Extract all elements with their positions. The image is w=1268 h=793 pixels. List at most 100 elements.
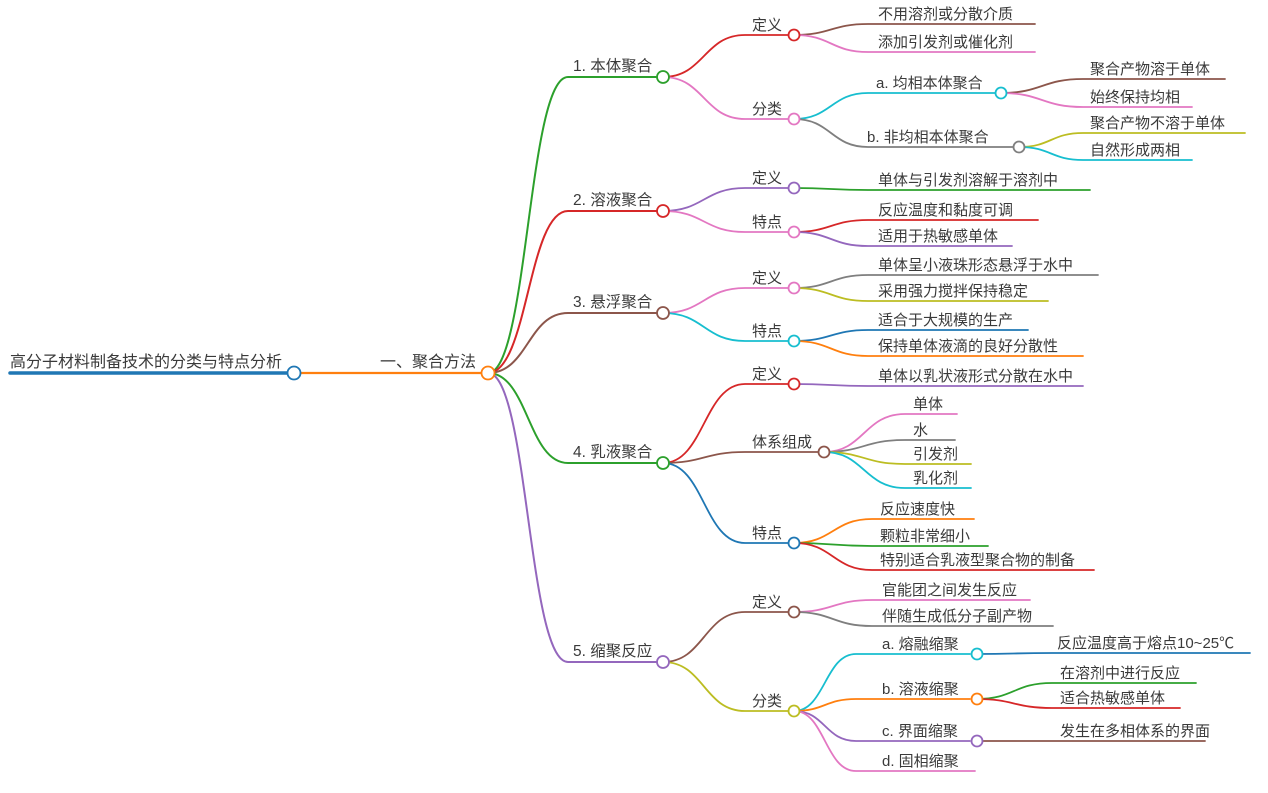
mindmap-links — [8, 23, 1251, 772]
toggle-b2-def[interactable] — [787, 181, 801, 195]
node-label-b1-def-2[interactable]: 添加引发剂或催化剂 — [878, 34, 1013, 51]
link-b4-system — [662, 451, 819, 464]
node-label-b4-sys-2[interactable]: 水 — [913, 422, 928, 439]
node-label-b2-def[interactable]: 定义 — [752, 170, 782, 187]
node-label-b5-class-c[interactable]: c. 界面缩聚 — [882, 723, 958, 740]
node-label-b1[interactable]: 1. 本体聚合 — [573, 57, 653, 75]
link-b5-def-1 — [793, 599, 1031, 613]
link-b1-class-a-2 — [1000, 92, 1193, 108]
link-b5-class-d — [793, 710, 976, 772]
node-label-b4-sys-1[interactable]: 单体 — [913, 396, 943, 413]
node-label-b1-class-a-2[interactable]: 始终保持均相 — [1090, 89, 1180, 106]
node-label-b2-def-1[interactable]: 单体与引发剂溶解于溶剂中 — [878, 172, 1058, 189]
link-b1-class-a-1 — [1000, 78, 1226, 94]
toggle-b5-class-b[interactable] — [970, 692, 984, 706]
link-b5-class-b-2 — [976, 698, 1181, 709]
link-b1 — [487, 76, 658, 374]
toggle-b1[interactable] — [656, 70, 670, 84]
node-label-b5-class[interactable]: 分类 — [752, 693, 782, 710]
node-label-b5-class-b[interactable]: b. 溶液缩聚 — [882, 681, 959, 698]
node-label-b4-sys-4[interactable]: 乳化剂 — [913, 470, 958, 487]
node-label-b4-def[interactable]: 定义 — [752, 366, 782, 383]
toggle-b4-system[interactable] — [817, 445, 831, 459]
node-label-b3-def[interactable]: 定义 — [752, 270, 782, 287]
node-label-b5-class-d[interactable]: d. 固相缩聚 — [882, 753, 959, 770]
toggle-b5-def[interactable] — [787, 605, 801, 619]
node-label-b5-class-c-1[interactable]: 发生在多相体系的界面 — [1060, 723, 1210, 740]
link-b3-def-1 — [793, 274, 1099, 289]
toggle-b3-feat[interactable] — [787, 334, 801, 348]
toggle-b2[interactable] — [656, 204, 670, 218]
node-label-b4-feat-3[interactable]: 特别适合乳液型聚合物的制备 — [880, 552, 1075, 569]
toggle-b1-class[interactable] — [787, 112, 801, 126]
toggle-b5[interactable] — [656, 655, 670, 669]
link-b3 — [487, 312, 658, 374]
link-b4-def-1 — [793, 383, 1084, 387]
link-b5-class — [662, 661, 789, 712]
node-label-b5-def-2[interactable]: 伴随生成低分子副产物 — [882, 608, 1032, 625]
node-label-b1-class-b[interactable]: b. 非均相本体聚合 — [867, 129, 989, 146]
link-b5-class-a-1 — [976, 652, 1251, 655]
node-label-b5-class-a[interactable]: a. 熔融缩聚 — [882, 636, 959, 653]
toggle-b3-def[interactable] — [787, 281, 801, 295]
link-b1-def-1 — [793, 23, 1036, 36]
node-label-b3-def-2[interactable]: 采用强力搅拌保持稳定 — [878, 283, 1028, 300]
toggle-b2-feat[interactable] — [787, 225, 801, 239]
link-b2-def — [662, 187, 789, 212]
node-label-b1-class-b-1[interactable]: 聚合产物不溶于单体 — [1090, 115, 1225, 132]
toggle-b3[interactable] — [656, 306, 670, 320]
node-label-root[interactable]: 高分子材料制备技术的分类与特点分析 — [10, 353, 282, 371]
node-label-b5-class-b-1[interactable]: 在溶剂中进行反应 — [1060, 664, 1180, 682]
toggle-b1-def[interactable] — [787, 28, 801, 42]
mindmap-labels: 高分子材料制备技术的分类与特点分析 一、聚合方法 1. 本体聚合 2. 溶液聚合… — [10, 6, 1234, 770]
node-label-b3-feat-2[interactable]: 保持单体液滴的良好分散性 — [878, 337, 1058, 355]
node-label-b1-class-a[interactable]: a. 均相本体聚合 — [876, 75, 983, 92]
toggle-method[interactable] — [480, 365, 496, 381]
link-b1-class-a — [793, 92, 996, 120]
node-label-b5-def-1[interactable]: 官能团之间发生反应 — [882, 581, 1017, 599]
node-label-b4-feat-1[interactable]: 反应速度快 — [880, 500, 955, 518]
link-b2-feat-1 — [793, 219, 1039, 233]
node-label-b5-class-a-1[interactable]: 反应温度高于熔点10~25℃ — [1057, 634, 1234, 652]
toggle-b1-class-b[interactable] — [1012, 140, 1026, 154]
node-label-b2[interactable]: 2. 溶液聚合 — [573, 191, 653, 209]
toggle-b5-class[interactable] — [787, 704, 801, 718]
node-label-b4-system[interactable]: 体系组成 — [752, 434, 812, 451]
mindmap-toggles — [286, 28, 1026, 748]
link-b4-feat-3 — [793, 542, 1095, 571]
node-label-b3-def-1[interactable]: 单体呈小液珠形态悬浮于水中 — [878, 257, 1073, 274]
node-label-b5-class-b-2[interactable]: 适合热敏感单体 — [1060, 690, 1165, 707]
node-label-b1-def-1[interactable]: 不用溶剂或分散介质 — [878, 6, 1013, 23]
node-label-b4-feat-2[interactable]: 颗粒非常细小 — [880, 528, 970, 545]
node-label-b1-class-a-1[interactable]: 聚合产物溶于单体 — [1090, 61, 1210, 78]
node-label-b5-def[interactable]: 定义 — [752, 594, 782, 611]
node-label-b1-def[interactable]: 定义 — [752, 17, 782, 34]
node-label-b3[interactable]: 3. 悬浮聚合 — [573, 293, 653, 311]
node-label-b3-feat-1[interactable]: 适合于大规模的生产 — [878, 312, 1013, 329]
node-label-b2-feat[interactable]: 特点 — [752, 214, 782, 231]
link-b5-class-c — [793, 710, 971, 742]
node-label-b1-class[interactable]: 分类 — [752, 101, 782, 118]
node-label-method[interactable]: 一、聚合方法 — [380, 353, 476, 371]
link-b1-def — [662, 34, 789, 78]
toggle-b4-feat[interactable] — [787, 536, 801, 550]
node-label-b1-class-b-2[interactable]: 自然形成两相 — [1090, 142, 1180, 159]
node-label-b4[interactable]: 4. 乳液聚合 — [573, 443, 653, 461]
toggle-b1-class-a[interactable] — [994, 86, 1008, 100]
link-b3-def-2 — [793, 287, 1049, 302]
node-label-b2-feat-1[interactable]: 反应温度和黏度可调 — [878, 201, 1013, 219]
toggle-b5-class-a[interactable] — [970, 647, 984, 661]
node-label-b3-feat[interactable]: 特点 — [752, 323, 782, 340]
node-label-b5[interactable]: 5. 缩聚反应 — [573, 641, 652, 660]
node-label-b4-sys-3[interactable]: 引发剂 — [913, 446, 958, 463]
node-label-b4-def-1[interactable]: 单体以乳状液形式分散在水中 — [878, 368, 1073, 385]
toggle-b4-def[interactable] — [787, 377, 801, 391]
node-label-b2-feat-2[interactable]: 适用于热敏感单体 — [878, 228, 998, 245]
link-b2-def-1 — [793, 187, 1091, 191]
toggle-root[interactable] — [286, 365, 302, 381]
node-label-b4-feat[interactable]: 特点 — [752, 525, 782, 542]
toggle-b4[interactable] — [656, 456, 670, 470]
toggle-b5-class-c[interactable] — [970, 734, 984, 748]
